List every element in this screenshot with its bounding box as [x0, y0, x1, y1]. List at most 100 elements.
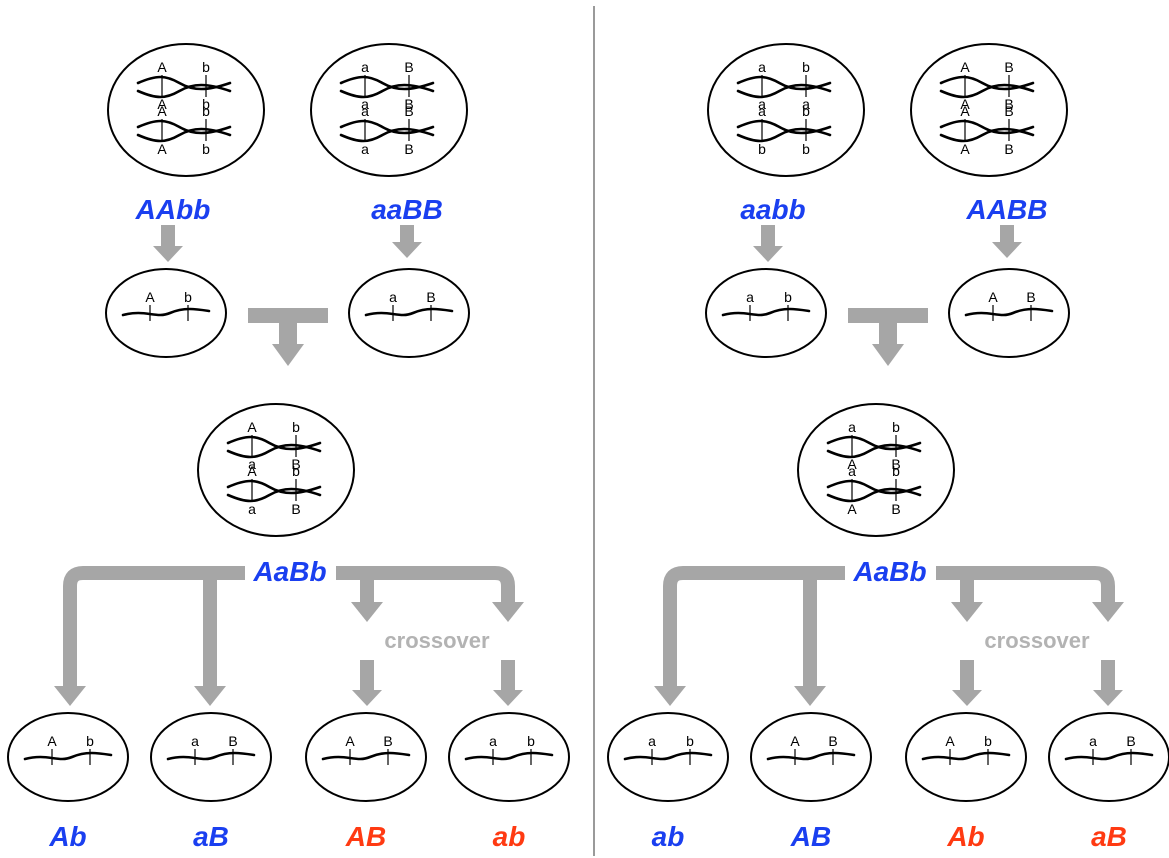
allele-label: a: [361, 96, 369, 112]
arrow-shaft: [1000, 225, 1014, 244]
arrow-shaft: [272, 308, 304, 346]
crossover-label: crossover: [984, 628, 1090, 653]
arrow-head: [1092, 602, 1124, 622]
recombinant-arrow: [352, 660, 382, 706]
offspring-label: aB: [1091, 821, 1127, 852]
arrow-shaft: [360, 660, 374, 692]
allele-label: b: [292, 463, 300, 479]
chromosome-strand: [339, 119, 435, 135]
cell-membrane: [797, 403, 955, 537]
hybrid-genotype: AaBb: [252, 556, 326, 587]
cell-membrane: [107, 43, 265, 177]
offspring-label: AB: [345, 821, 386, 852]
allele-label: b: [292, 419, 300, 435]
parent2-genotype: AABB: [966, 194, 1048, 225]
allele-label: A: [847, 501, 857, 517]
allele-label: a: [361, 141, 369, 157]
allele-label: a: [802, 96, 810, 112]
allele-label: a: [648, 733, 656, 749]
branch-line: [936, 566, 1115, 604]
allele-label: B: [404, 59, 413, 75]
arrow-head: [654, 686, 686, 706]
recombinant-arrow: [952, 660, 982, 706]
recombinant-arrow: [1093, 660, 1123, 706]
parent1-arrow: [753, 225, 783, 262]
chromosome-strand: [939, 83, 1035, 99]
allele-label: a: [758, 59, 766, 75]
allele-label: a: [191, 733, 199, 749]
allele-label: b: [892, 463, 900, 479]
allele-label: b: [758, 141, 766, 157]
arrow-head: [952, 690, 982, 706]
chromosome-strand: [321, 751, 411, 761]
cell-membrane: [707, 43, 865, 177]
allele-label: B: [404, 96, 413, 112]
chromosome-strand: [826, 479, 922, 495]
allele-label: a: [389, 289, 397, 305]
chromosome-strand: [166, 751, 256, 761]
chromosome-strand: [136, 127, 232, 143]
chromosome-strand: [826, 443, 922, 459]
allele-label: A: [960, 96, 970, 112]
allele-label: A: [157, 59, 167, 75]
chromosome-strand: [736, 75, 832, 91]
chromosome-strand: [464, 751, 554, 761]
allele-label: a: [746, 289, 754, 305]
chromosome-strand: [964, 307, 1054, 317]
arrow-shaft: [872, 308, 904, 346]
cell-membrane: [197, 403, 355, 537]
allele-label: b: [202, 59, 210, 75]
chromosome-strand: [136, 75, 232, 91]
arrow-shaft: [960, 660, 974, 692]
chromosome-strand: [121, 307, 211, 317]
allele-label: A: [988, 289, 998, 305]
allele-label: a: [248, 456, 256, 472]
allele-label: b: [686, 733, 694, 749]
allele-label: a: [758, 96, 766, 112]
arrow-head: [54, 686, 86, 706]
arrow-head: [492, 602, 524, 622]
chromosome-strand: [736, 83, 832, 99]
allele-label: A: [157, 96, 167, 112]
allele-label: b: [527, 733, 535, 749]
parent1-genotype: aabb: [740, 194, 805, 225]
arrow-shaft: [161, 225, 175, 248]
allele-label: a: [848, 463, 856, 479]
arrow-head: [753, 246, 783, 262]
allele-label: B: [426, 289, 435, 305]
chromosome-strand: [826, 435, 922, 451]
branch-line: [663, 566, 845, 688]
allele-label: B: [383, 733, 392, 749]
chromosome-strand: [826, 487, 922, 503]
allele-label: a: [361, 103, 369, 119]
arrow-shaft: [400, 225, 414, 244]
arrow-shaft: [1101, 660, 1115, 692]
allele-label: A: [960, 103, 970, 119]
allele-label: b: [802, 141, 810, 157]
branch-line: [63, 566, 245, 688]
allele-label: B: [1004, 96, 1013, 112]
arrow-head: [1093, 690, 1123, 706]
parent1-arrow: [153, 225, 183, 262]
allele-label: B: [291, 456, 300, 472]
allele-label: b: [86, 733, 94, 749]
chromosome-strand: [921, 751, 1011, 761]
allele-label: a: [248, 501, 256, 517]
chromosome-strand: [736, 127, 832, 143]
allele-label: A: [960, 141, 970, 157]
offspring-label: Ab: [48, 821, 86, 852]
